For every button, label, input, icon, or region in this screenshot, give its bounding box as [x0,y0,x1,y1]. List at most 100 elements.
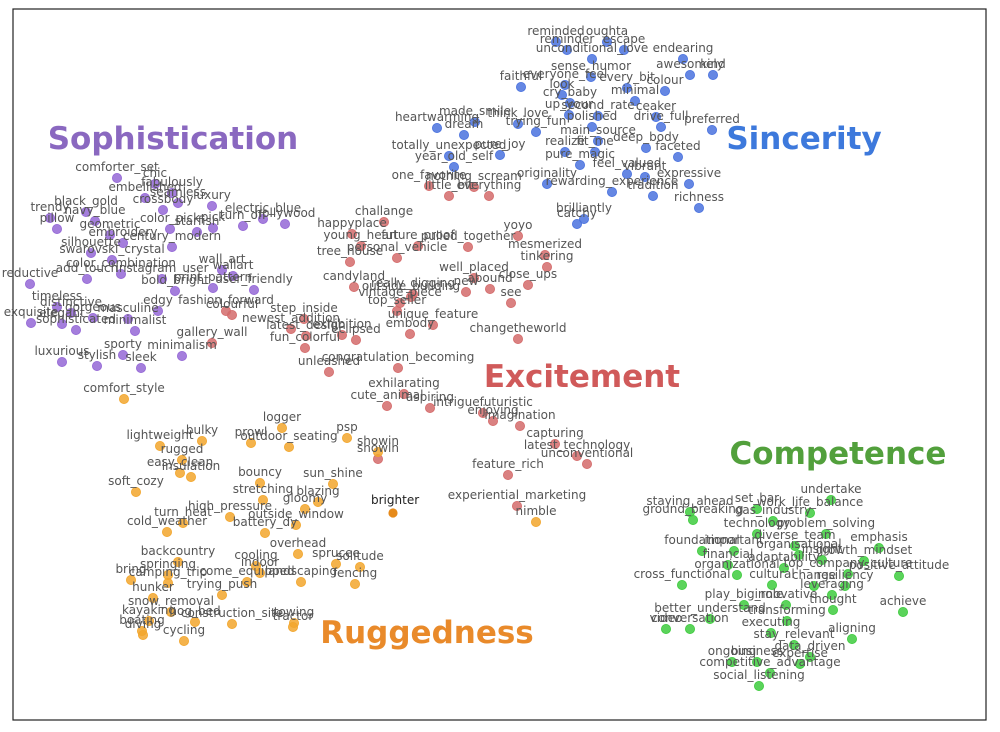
point-label: faceted [655,139,700,153]
point-label: gallery_wall [177,325,248,339]
point-label: happyplace [317,216,387,230]
point-label: minimalist [104,313,167,327]
data-point-competitive-advantage [765,668,776,679]
data-point-reminder [562,45,573,56]
point-label: minimal [611,83,659,97]
data-point-think-love [513,119,524,130]
data-point-color-pick [164,223,175,234]
data-point-pick [207,222,218,233]
point-label: step_inside [270,301,337,315]
point-label: outdoor_seating [240,429,337,443]
data-point-high-pressure [224,512,235,523]
point-label: faithful [500,69,542,83]
data-point-hollywood [279,218,290,229]
data-point-chic [149,178,160,189]
point-label: color_pick [140,211,200,225]
data-point-edgy [152,305,163,316]
data-point-ongoing [727,657,738,668]
point-label: aspiring [406,390,454,404]
point-label: tractor [273,609,314,623]
point-label: fencing [333,566,377,580]
data-point-rugged [176,454,187,465]
data-point-bring [126,575,137,586]
data-point-overhead [292,549,303,560]
data-point-well-placed [468,272,479,283]
data-point-luxury [206,200,217,211]
point-label: cute_animal [351,388,424,402]
point-label: awesomely [656,57,724,71]
point-label: executing [742,615,801,629]
point-label: vintage_piece [358,285,441,299]
point-label: experiential_marketing [448,488,586,502]
point-label: work_life_balance [757,495,864,509]
data-point-cold-weather [161,527,172,538]
data-point-unique-feature [427,319,438,330]
point-label: boating [119,613,165,627]
point-label: sophisticated [36,312,116,326]
point-label: blazing [296,484,339,498]
point-label: insulation [162,459,220,473]
data-point-fun-colorful [299,342,310,353]
point-label: cultural [749,567,794,581]
point-label: adaptability [748,550,819,564]
point-label: one_favorite [392,168,467,182]
point-label: fashion_forward [178,293,274,307]
point-label: starfish [175,214,220,228]
point-label: stylish [78,348,117,362]
point-label: logger [263,410,301,424]
data-point-expertise [795,659,806,670]
data-point-insight [817,555,828,566]
data-point-feel-valued [622,168,633,179]
data-point-year-old-self [448,161,459,172]
data-point-bulky [196,435,207,446]
point-label: kayaking [122,603,176,617]
data-point-seamless [172,197,183,208]
data-point-fencing [349,579,360,590]
data-point-originality [542,178,553,189]
data-point-soft-cozy [130,486,141,497]
point-label: psp [336,420,358,434]
point-label: catchy [557,206,597,220]
data-point-add-touch [82,273,93,284]
point-label: rewarding_experience [546,174,679,188]
point-label: ground_breaking [643,502,744,516]
data-point-kind [708,70,719,81]
data-point-latest-design [300,330,311,341]
data-point-aspiring [424,402,435,413]
point-label: sleek [125,350,156,364]
point-label: business [731,644,783,658]
point-label: color_combination [66,256,176,270]
data-point-bouncy [254,477,265,488]
point-label: feel_valued [593,156,662,170]
data-point-exhibition [336,329,347,340]
data-point-logger [276,422,287,433]
data-point-executing [766,628,777,639]
data-point-diverse-team [790,541,801,552]
data-point-second-rate [593,111,604,122]
data-point-easy-clean [174,467,185,478]
point-label: century_modern [123,229,221,243]
data-point-top-company-culture [843,569,854,580]
data-point-heartwarming [431,123,442,134]
point-label: luxurious [34,344,89,358]
data-point-emphasis [874,543,885,554]
point-label: bring [115,562,146,576]
point-label: colour [646,73,683,87]
point-label: embroidery [88,225,157,239]
point-label: really_digging [371,276,455,290]
data-point-gorgeous [88,312,99,323]
point-label: social_listening [713,668,804,682]
point-label: vibrant [624,159,667,173]
point-label: foundational [664,533,739,547]
data-point-work-life-balance [805,507,816,518]
data-point-aligning [847,634,858,645]
point-label: geometric [80,217,141,231]
data-point-happyplace [346,228,357,239]
data-point-showin [372,446,383,457]
point-label: conversation [651,611,729,625]
point-label: enjoying [467,403,518,417]
point-label: masculine [97,301,158,315]
point-label: originality [517,166,577,180]
data-point-fashion-forward [220,305,231,316]
